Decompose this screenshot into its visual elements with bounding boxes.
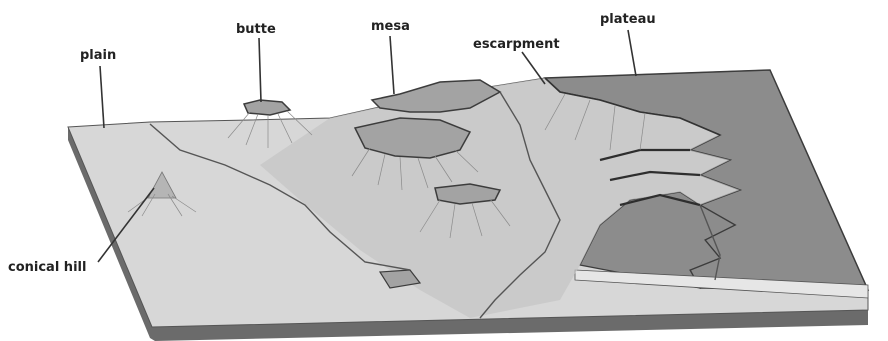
label-butte: butte bbox=[236, 22, 276, 37]
leader-mesa bbox=[390, 36, 394, 94]
leader-plateau bbox=[628, 30, 636, 76]
label-plateau: plateau bbox=[600, 12, 656, 27]
label-mesa: mesa bbox=[371, 19, 410, 34]
label-plain: plain bbox=[80, 48, 116, 63]
butte-top bbox=[244, 100, 290, 115]
leader-plain bbox=[100, 66, 104, 128]
label-conical-hill: conical hill bbox=[8, 260, 86, 275]
leader-escarpment bbox=[522, 52, 545, 84]
label-escarpment: escarpment bbox=[473, 37, 560, 52]
leader-butte bbox=[259, 38, 261, 102]
